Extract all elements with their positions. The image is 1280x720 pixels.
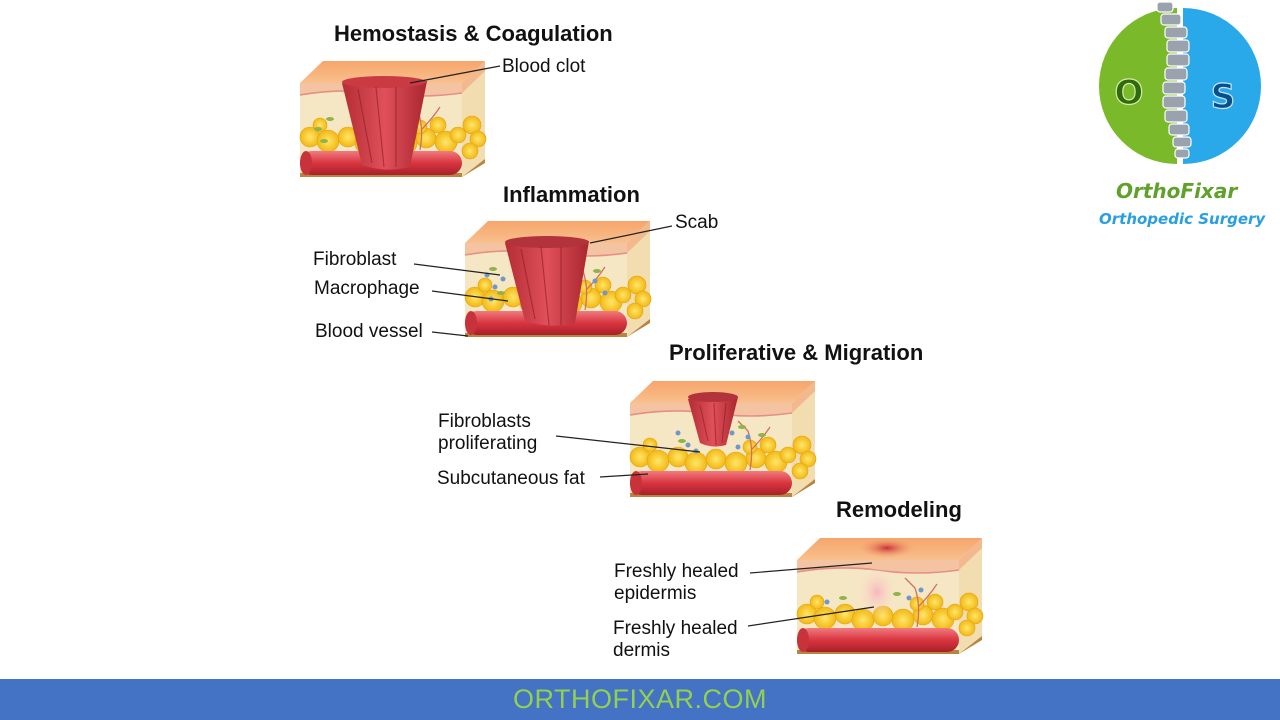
- stage-title: Hemostasis & Coagulation: [334, 21, 613, 46]
- label-fibroblast: Fibroblast: [313, 249, 397, 270]
- stage-4-illustration: [796, 537, 984, 655]
- logo-tagline: Orthopedic Surgery: [1099, 210, 1266, 228]
- stage-2-illustration: [464, 220, 652, 338]
- logo-letter-o: O: [1115, 73, 1144, 113]
- logo-letter-s: S: [1211, 77, 1236, 117]
- footer-website-text[interactable]: ORTHOFIXAR.COM: [512, 684, 767, 714]
- label-freshly-healed-dermis: Freshly healed dermis: [613, 618, 738, 661]
- stage-title: Inflammation: [503, 182, 640, 207]
- stage-title: Remodeling: [836, 497, 962, 522]
- stage-3-illustration: [629, 380, 817, 498]
- logo-name: OrthoFixar: [1116, 179, 1238, 203]
- stage-title: Proliferative & Migration: [669, 340, 924, 365]
- label-macrophage: Macrophage: [314, 278, 420, 299]
- label-blood-clot: Blood clot: [502, 56, 586, 77]
- pointer-lines: [409, 65, 875, 627]
- label-fibroblasts-proliferating: Fibroblasts proliferating: [438, 411, 538, 454]
- spine-icon: [1156, 1, 1192, 159]
- label-scab: Scab: [675, 212, 719, 233]
- label-freshly-healed-epidermis: Freshly healed epidermis: [614, 561, 739, 604]
- footer-banner: ORTHOFIXAR.COM: [0, 679, 1280, 720]
- label-subcutaneous-fat: Subcutaneous fat: [437, 468, 585, 489]
- orthofixar-logo: O S: [1099, 1, 1261, 164]
- stage-1-illustration: [299, 60, 487, 178]
- label-blood-vessel: Blood vessel: [315, 321, 423, 342]
